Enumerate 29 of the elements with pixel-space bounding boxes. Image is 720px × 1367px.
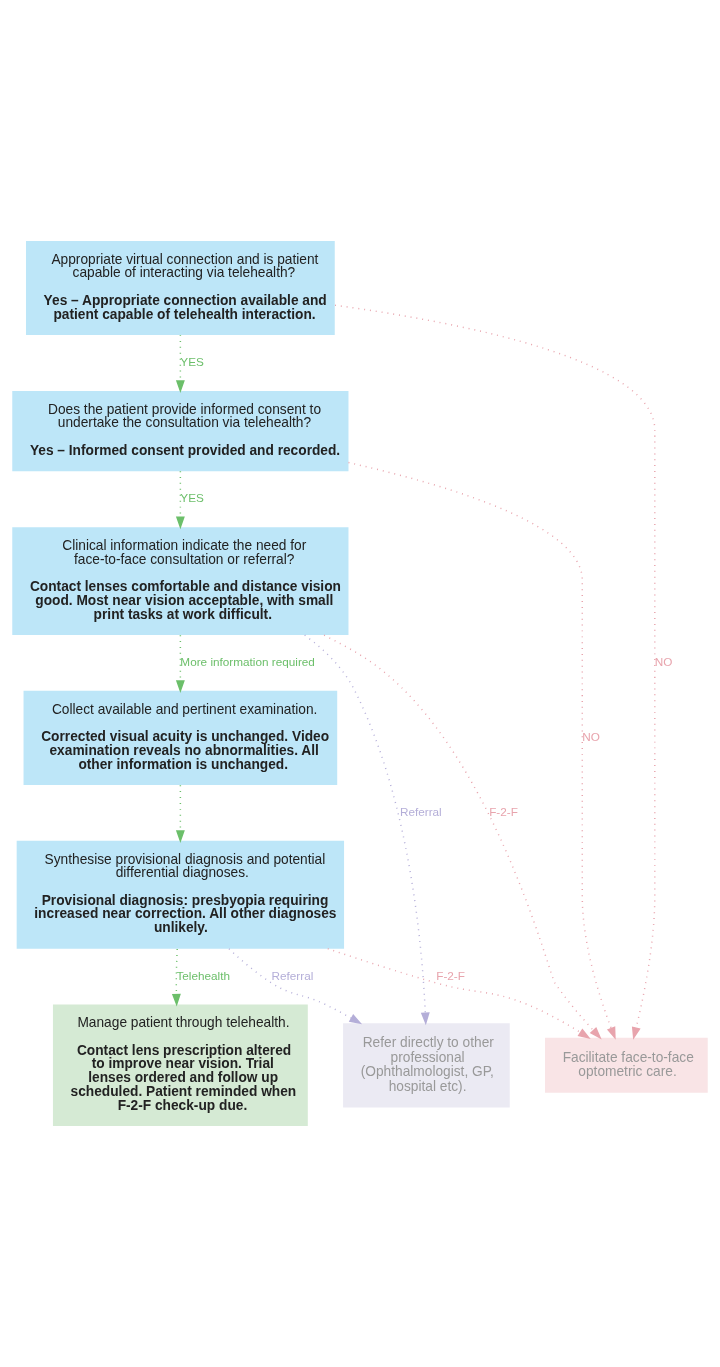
arrow bbox=[334, 304, 656, 1040]
edge-label: NO bbox=[654, 654, 673, 668]
arrow bbox=[175, 634, 185, 693]
node-box: Does the patient provide informed consent to undertake the consultation via telehealth? Yes – Informed consent provided and recorded. bbox=[12, 390, 349, 472]
edge-label: Referral bbox=[399, 804, 442, 818]
arrow bbox=[171, 948, 181, 1007]
node-box: Synthesise provisional diagnosis and potential differential diagnoses. Provisional diagnosis: presbyopia requiring increased near correction. All other diagnoses unlikely. bbox=[16, 840, 345, 949]
node-box: Manage patient through telehealth. Contact lens prescription altered to improve near vision. Trial lenses ordered and follow up scheduled. Patient reminded when F-2-F check-up due. bbox=[52, 1004, 308, 1127]
arrow bbox=[228, 948, 363, 1025]
arrow bbox=[303, 634, 430, 1026]
node-box: Clinical information indicate the need for face-to-face consultation or referral? Contact lenses comfortable and distance vision good. Most near vision acceptable, with small print tasks at work difficult. bbox=[12, 527, 349, 635]
arrow bbox=[347, 461, 616, 1040]
node-box: Refer directly to other professional (Ophthalmologist, GP, hospital etc). bbox=[343, 1023, 510, 1108]
node-box: Collect available and pertinent examination. Corrected visual acuity is unchanged. Video examination reveals no abnormalities. All other information is unchanged. bbox=[23, 690, 338, 785]
arrow bbox=[175, 470, 185, 530]
arrow bbox=[327, 947, 591, 1040]
arrow bbox=[175, 334, 185, 394]
arrow bbox=[323, 634, 602, 1040]
edge-label: YES bbox=[180, 491, 204, 505]
edge-label: More information required bbox=[180, 654, 315, 668]
edge-label: Telehealth bbox=[176, 968, 231, 982]
edge-label: YES bbox=[180, 355, 204, 368]
edge-label: F-2-F bbox=[436, 968, 465, 982]
edge-label: Referral bbox=[271, 968, 314, 982]
arrow bbox=[175, 784, 185, 844]
node-box: Appropriate virtual connection and is patient capable of interacting via telehealth? Yes – Appropriate connection available and patient capable of telehealth interaction. bbox=[26, 240, 335, 335]
edge-label: F-2-F bbox=[489, 804, 518, 818]
edge-label: NO bbox=[582, 729, 600, 743]
node-box: Facilitate face-to-face optometric care. bbox=[545, 1037, 708, 1093]
